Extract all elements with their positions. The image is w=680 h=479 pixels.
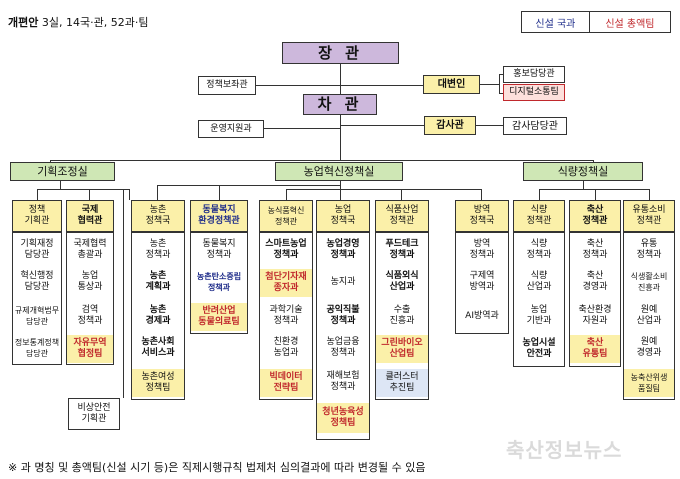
emergency-safety-box: 비상안전 기획관 [68,398,120,430]
list-item: 동물복지 정책과 [202,239,236,260]
list-item: 방역 정책과 [469,239,495,260]
column-intl-cooperation: 국제협력 총괄과 농업 통상과 검역 정책과 자유무역 협정팀 [66,232,114,365]
column-agri-policy: 농업경영 정책과 농지과 공익직불 정책과 농업금융 정책과 재해보험 정책과 … [316,232,370,440]
vice-minister-box: 차 관 [303,94,377,115]
bureau-distribution: 유통소비 정책관 [623,200,675,232]
spokesperson-box: 대변인 [423,75,480,94]
list-item: 클러스터 추진팀 [376,369,428,397]
legend-new-team: 신설 총액팀 [605,18,655,30]
list-item: 식생활소비 진흥과 [630,272,668,292]
list-item: 기획재정 담당관 [20,239,54,260]
column-food-grain: 식량 정책과 식량 산업과 농업 기반과 농업시설 안전과 [513,232,565,367]
list-item: 유통 정책과 [636,239,662,260]
column-quarantine: 방역 정책과 구제역 방역과 AI방역과 [455,232,509,334]
summary-text: 3실, 14국·관, 52과·팀 [38,16,149,29]
audit-officer-box: 감사담당관 [503,117,567,135]
list-item: 친환경 농업과 [273,337,299,358]
org-summary: 개편안 3실, 14국·관, 52과·팀 [8,14,148,30]
list-item: 농촌 경제과 [145,305,171,326]
bureau-intl-cooperation: 국제 협력관 [66,200,114,232]
list-item: 그린바이오 산업팀 [376,335,428,363]
list-item: 재해보험 정책과 [326,371,360,392]
list-item: 과학기술 정책과 [269,305,303,326]
list-item: 농축산위생 품질팀 [624,369,674,397]
bureau-policy-planning: 정책 기획관 [12,200,62,232]
list-item: 국제협력 총괄과 [73,239,107,260]
list-item: 청년농육성 정책팀 [317,403,369,433]
list-item: 수출 진흥과 [389,305,415,326]
list-item: 축산 정책과 [582,239,608,260]
column-policy-planning: 기획재정 담당관 혁신행정 담당관 규제개혁법무 담당관 정보통계정책 담당관 [12,232,62,365]
column-distribution: 유통 정책과 식생활소비 진흥과 원예 산업과 원예 경영과 농축산위생 품질팀 [623,232,675,400]
bureau-agri-policy: 농업 정책국 [316,200,370,232]
list-item: 식량 정책과 [526,239,552,260]
audit-box: 감사관 [424,116,476,135]
bureau-food-industry: 식품산업 정책관 [375,200,429,232]
list-item: 농지과 [330,276,356,287]
list-item: 농업 기반과 [526,305,552,326]
bureau-food-grain: 식량 정책관 [513,200,565,232]
list-item: 자유무역 협정팀 [67,335,113,363]
bureau-agrifood-innovation: 농식품혁신 정책관 [259,200,313,232]
pr-officer-box: 홍보담당관 [503,66,565,83]
watermark: 축산정보뉴스 [506,438,623,462]
list-item: 구제역 방역과 [469,271,495,292]
list-item: AI방역과 [465,310,499,321]
list-item: 스마트농업 정책과 [265,239,307,260]
list-item: 원예 산업과 [636,305,662,326]
list-item: 농촌사회 서비스과 [141,337,175,358]
list-item: 농촌여성 정책팀 [132,369,184,397]
digital-team-box: 디지털소통팀 [503,84,565,101]
list-item: 정보통계정책 담당관 [14,338,60,358]
list-item: 검역 정책과 [77,305,103,326]
column-food-industry: 푸드테크 정책과 식품외식 산업과 수출 진흥과 그린바이오 산업팀 클러스터 … [375,232,429,400]
list-item: 식품외식 산업과 [385,271,419,292]
legend-new-dept: 신설 국과 [535,18,576,30]
bureau-quarantine: 방역 정책국 [455,200,509,232]
list-item: 농촌 정책과 [145,239,171,260]
summary-bold: 개편안 [8,16,39,29]
list-item: 농업시설 안전과 [522,338,556,359]
list-item: 공익직불 정책과 [326,305,360,326]
office-planning: 기획조정실 [10,162,115,181]
list-item: 농촌탄소중립 정책과 [196,272,242,292]
list-item: 푸드테크 정책과 [385,239,419,260]
column-animal-welfare: 동물복지 정책과 농촌탄소중립 정책과 반려산업 동물의료팀 [190,232,248,334]
list-item: 반려산업 동물의료팀 [191,303,247,331]
bureau-rural-policy: 농촌 정책국 [131,200,185,232]
list-item: 농업금융 정책과 [326,337,360,358]
list-item: 첨단기자재 종자과 [260,269,312,297]
office-food-policy: 식량정책실 [523,162,643,181]
column-livestock: 축산 정책과 축산 경영과 축산환경 자원과 축산 유통팀 [569,232,621,367]
list-item: 농업 통상과 [77,271,103,292]
list-item: 축산 유통팀 [570,335,620,363]
list-item: 빅데이터 전략팀 [260,369,312,397]
column-agrifood-innovation: 스마트농업 정책과 첨단기자재 종자과 과학기술 정책과 친환경 농업과 빅데이… [259,232,313,400]
list-item: 축산환경 자원과 [578,305,612,326]
bureau-animal-welfare: 동물복지 환경정책관 [190,200,248,232]
list-item: 식량 산업과 [526,271,552,292]
list-item: 농촌 계획과 [145,271,171,292]
footnote: ※ 과 명칭 및 총액팀(신설 시기 등)은 직제시행규칙 법제처 심의결과에 … [8,461,426,474]
list-item: 규제개혁법무 담당관 [14,306,60,326]
bureau-livestock: 축산 정책관 [569,200,621,232]
minister-box: 장 관 [282,42,399,64]
list-item: 혁신행정 담당관 [20,271,54,292]
policy-aide-box: 정책보좌관 [198,76,256,95]
list-item: 축산 경영과 [582,271,608,292]
ops-support-box: 운영지원과 [198,120,264,138]
legend: 신설 국과 신설 총액팀 [521,11,671,33]
list-item: 농업경영 정책과 [326,239,360,260]
list-item: 원예 경영과 [636,337,662,358]
office-agri-innovation: 농업혁신정책실 [275,162,403,181]
column-rural-policy: 농촌 정책과 농촌 계획과 농촌 경제과 농촌사회 서비스과 농촌여성 정책팀 [131,232,185,400]
